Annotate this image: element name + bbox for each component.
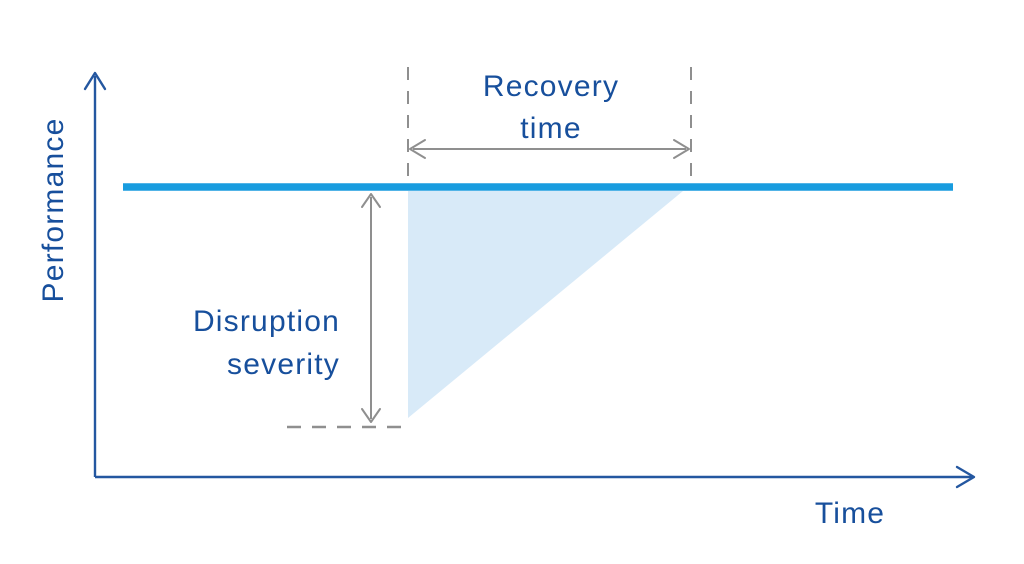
disruption-severity-label-line2: severity bbox=[227, 348, 340, 381]
x-axis-label: Time bbox=[815, 497, 885, 530]
recovery-time-label-line2: time bbox=[520, 112, 581, 145]
severity-arrow-top-head-icon bbox=[361, 193, 381, 208]
recovery-arrow-right-head-icon bbox=[673, 139, 690, 159]
severity-arrow-bottom-head-icon bbox=[361, 408, 381, 423]
disruption-severity-label-line1: Disruption bbox=[193, 305, 340, 338]
recovery-time-label-line1: Recovery bbox=[483, 70, 619, 103]
x-axis-arrowhead-icon bbox=[955, 465, 976, 489]
recovery-arrow-left-head-icon bbox=[409, 139, 426, 159]
disruption-area-triangle bbox=[408, 191, 683, 418]
y-axis-label: Performance bbox=[37, 118, 70, 303]
y-axis-arrowhead-icon bbox=[83, 71, 107, 91]
